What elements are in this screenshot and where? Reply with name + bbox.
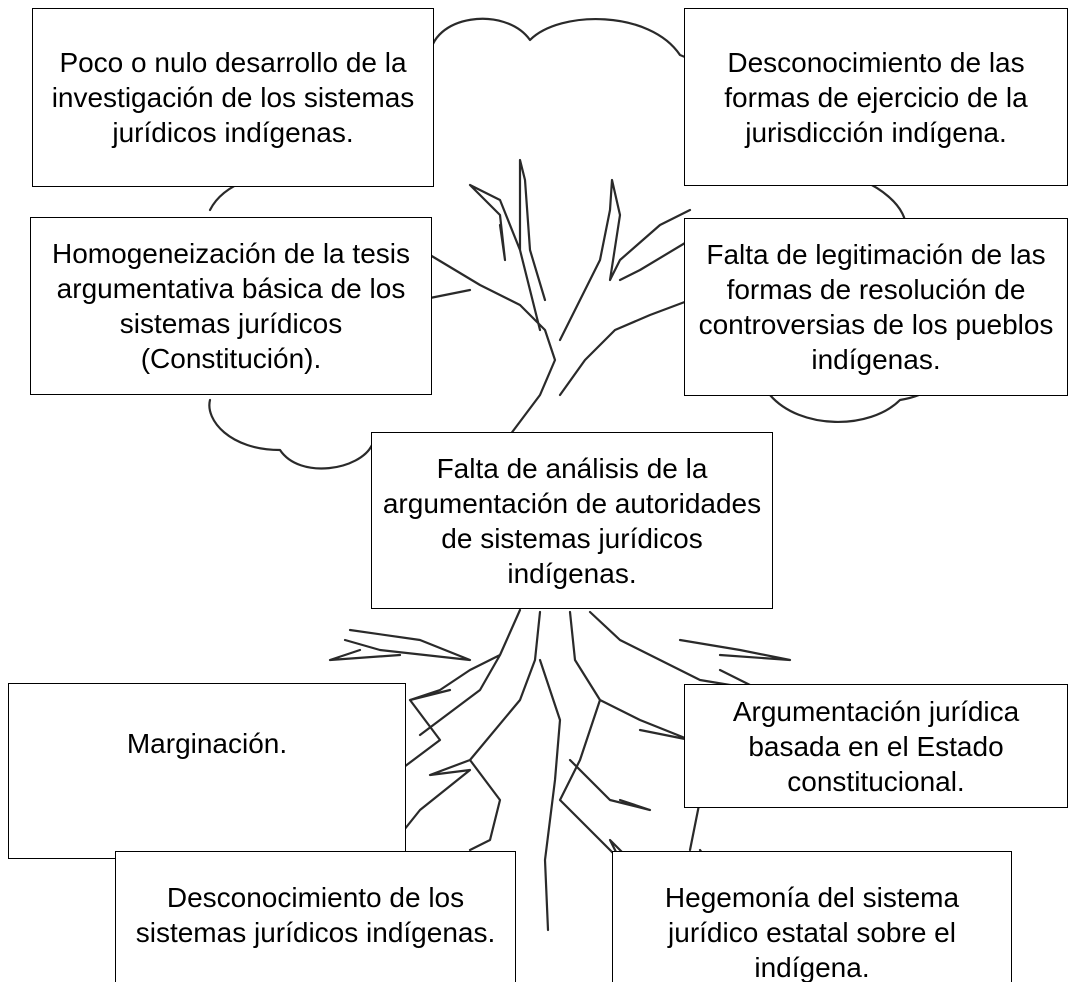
tree-trunk: [328, 158, 692, 437]
effect-text-mid-right: Falta de legitimación de las formas de r…: [698, 239, 1054, 375]
effect-box-mid-right: Falta de legitimación de las formas de r…: [684, 218, 1068, 396]
central-problem-box: Falta de análisis de la argumentación de…: [371, 432, 773, 609]
cause-box-bottom-right: Hegemonía del sistema jurídico estatal s…: [612, 851, 1012, 982]
effect-text-top-left: Poco o nulo desarrollo de la investigaci…: [51, 47, 415, 148]
cause-text-bottom-right: Hegemonía del sistema jurídico estatal s…: [664, 882, 960, 982]
cause-text-root-left: Marginación.: [126, 727, 288, 759]
effect-box-mid-left: Homogeneización de la tesis argumentativ…: [30, 217, 432, 395]
cause-text-root-right: Argumentación jurídica basada en el Esta…: [732, 695, 1020, 797]
cause-box-root-right: Argumentación jurídica basada en el Esta…: [684, 684, 1068, 808]
cause-text-bottom-left: Desconocimiento de los sistemas jurídico…: [135, 882, 496, 948]
cause-box-bottom-left: Desconocimiento de los sistemas jurídico…: [115, 851, 516, 982]
central-problem-text: Falta de análisis de la argumentación de…: [382, 452, 762, 589]
effect-text-mid-left: Homogeneización de la tesis argumentativ…: [52, 238, 410, 374]
cause-box-root-left: Marginación.: [8, 683, 406, 859]
effect-box-top-left: Poco o nulo desarrollo de la investigaci…: [32, 8, 434, 187]
effect-text-top-right: Desconocimiento de las formas de ejercic…: [724, 46, 1028, 148]
effect-box-top-right: Desconocimiento de las formas de ejercic…: [684, 8, 1068, 186]
